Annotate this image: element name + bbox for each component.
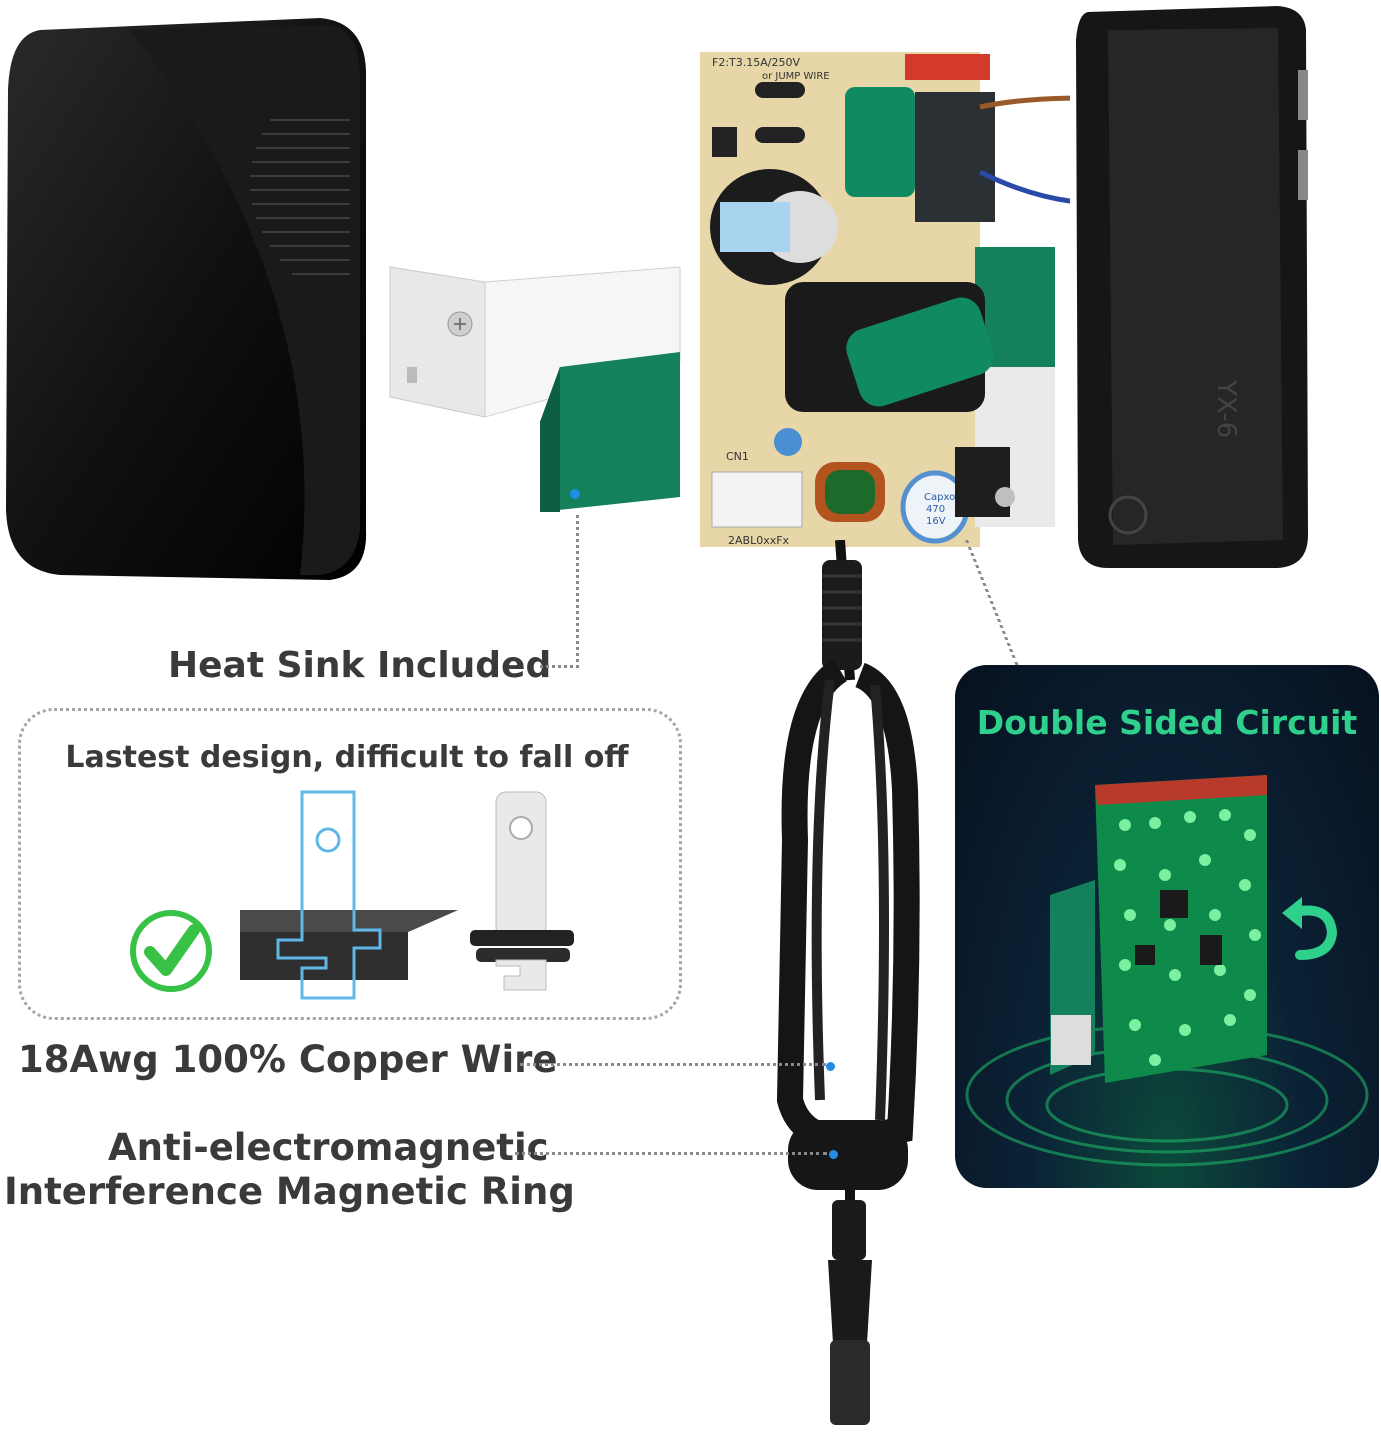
circuit-board-image <box>965 775 1369 1167</box>
heat-sink-image <box>389 266 681 512</box>
pcb-cap-voltage-text: 16V <box>926 516 946 527</box>
panel-title: Double Sided Circuit <box>976 703 1358 742</box>
magnetic-ring-leader-line <box>515 1152 827 1155</box>
case-mark-text: YX-6 <box>1211 379 1241 438</box>
pcb-model-text: 2ABL0xxFx <box>728 534 790 547</box>
design-feature-box <box>18 708 682 1020</box>
pcb-board-image: F2:T3.15A/250V or JUMP WIRE Capxon 470 1… <box>700 52 1070 547</box>
terminal-pin-diagram <box>240 790 458 1000</box>
check-circle-icon <box>130 910 212 992</box>
dc-cable-image <box>776 540 920 1425</box>
copper-wire-callout: 18Awg 100% Copper Wire <box>18 1038 558 1081</box>
adapter-housing-image <box>6 18 367 580</box>
copper-wire-leader-line <box>520 1063 826 1066</box>
rotate-arrow-icon <box>1282 897 1338 960</box>
magnetic-ring-callout-line2: Interference Magnetic Ring <box>4 1170 575 1213</box>
magnetic-ring-callout-line1: Anti-electromagnetic <box>108 1126 549 1169</box>
circuit-leader-line <box>965 540 1069 665</box>
pcb-cap-brand-text: Capxon <box>924 492 962 503</box>
adapter-back-housing-image: YX-6 <box>1076 6 1308 568</box>
pcb-jump-text: or JUMP WIRE <box>762 71 830 82</box>
heat-sink-callout: Heat Sink Included <box>168 645 552 686</box>
heat-sink-leader-line <box>540 515 579 668</box>
pcb-fuse-text: F2:T3.15A/250V <box>712 56 800 69</box>
terminal-pin-image <box>470 791 574 991</box>
pcb-connector-text: CN1 <box>726 450 749 463</box>
double-sided-circuit-panel: Double Sided Circuit <box>955 665 1379 1188</box>
pcb-cap-value-text: 470 <box>926 504 945 515</box>
design-feature-title: Lastest design, difficult to fall off <box>65 740 629 775</box>
